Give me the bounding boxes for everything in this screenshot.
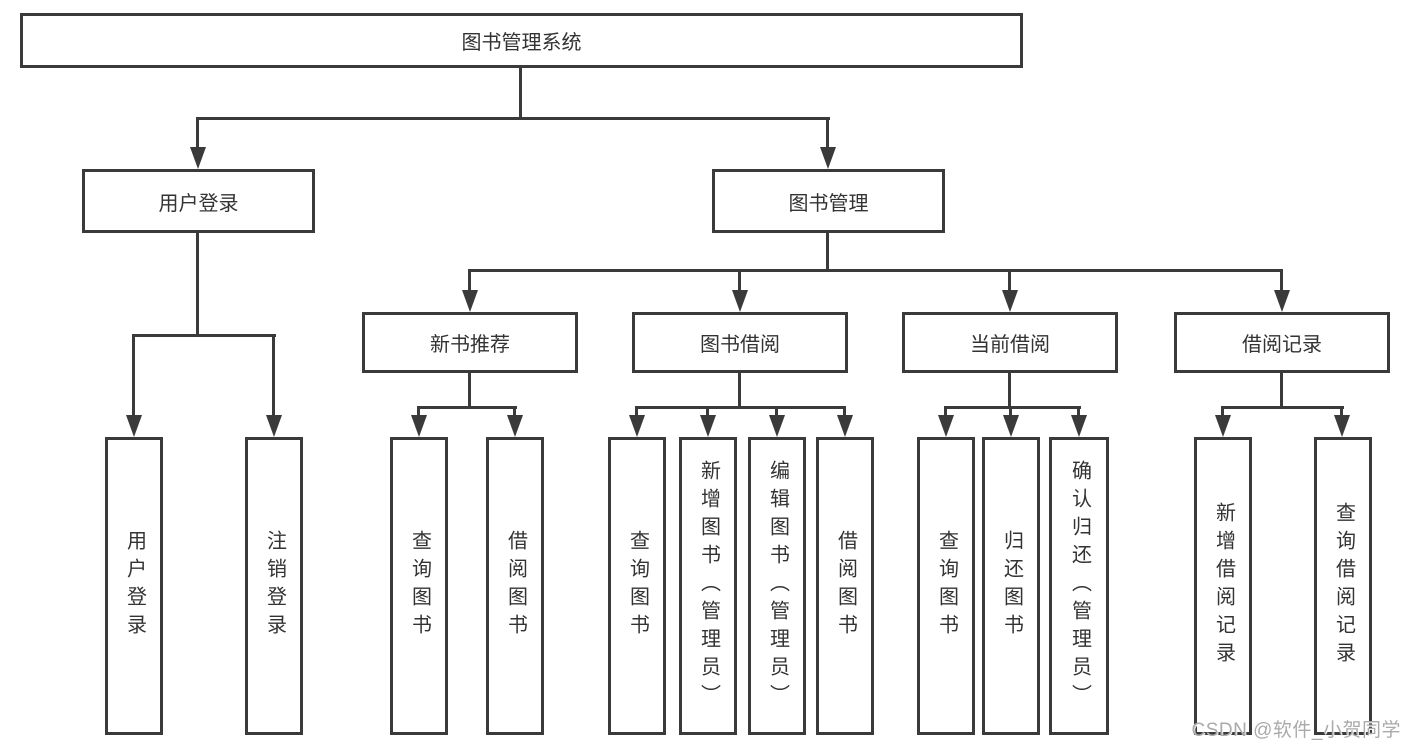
arrow-down-icon xyxy=(126,415,142,437)
connector-line xyxy=(196,233,199,337)
arrow-down-icon xyxy=(462,290,478,312)
node-new-book-recommend-label: 新书推荐 xyxy=(430,334,510,356)
connector-line xyxy=(944,406,1081,409)
node-current-borrow-label: 当前借阅 xyxy=(970,334,1050,356)
arrow-down-icon xyxy=(1334,415,1350,437)
node-user-login: 用户登录 xyxy=(82,169,315,233)
csdn-watermark: CSDN @软件_小贺同学 xyxy=(1191,720,1401,741)
arrow-down-icon xyxy=(837,415,853,437)
arrow-down-icon xyxy=(266,415,282,437)
leaf-return-book-label: 归还图书 xyxy=(1000,530,1023,642)
arrow-down-icon xyxy=(700,415,716,437)
connector-line xyxy=(635,406,638,418)
leaf-user-login: 用户登录 xyxy=(105,437,163,735)
connector-line xyxy=(1077,406,1080,418)
node-root-label: 图书管理系统 xyxy=(461,32,582,54)
connector-line xyxy=(272,334,275,417)
connector-line xyxy=(417,406,420,418)
leaf-borrow-book: 借阅图书 xyxy=(816,437,874,735)
arrow-down-icon xyxy=(190,147,206,169)
leaf-add-book-admin-label: 新增图书（管理员） xyxy=(697,460,720,712)
arrow-down-icon xyxy=(1003,415,1019,437)
leaf-return-book: 归还图书 xyxy=(982,437,1040,735)
leaf-query-book-recommend: 查询图书 xyxy=(390,437,448,735)
connector-line xyxy=(1008,373,1011,409)
leaf-confirm-return-admin: 确认归还（管理员） xyxy=(1049,437,1109,735)
connector-line xyxy=(738,269,741,292)
arrow-down-icon xyxy=(1071,415,1087,437)
node-book-borrow: 图书借阅 xyxy=(632,312,848,373)
node-current-borrow: 当前借阅 xyxy=(902,312,1118,373)
connector-line xyxy=(519,68,522,119)
connector-line xyxy=(132,334,276,337)
leaf-query-borrow-record-label: 查询借阅记录 xyxy=(1332,502,1355,670)
arrow-down-icon xyxy=(769,415,785,437)
leaf-logout: 注销登录 xyxy=(245,437,303,735)
leaf-borrow-book-recommend-label: 借阅图书 xyxy=(504,530,527,642)
leaf-edit-book-admin-label: 编辑图书（管理员） xyxy=(766,460,789,712)
arrow-down-icon xyxy=(820,147,836,169)
node-root: 图书管理系统 xyxy=(20,13,1023,68)
leaf-borrow-book-label: 借阅图书 xyxy=(834,530,857,642)
arrow-down-icon xyxy=(629,415,645,437)
connector-line xyxy=(1221,406,1344,409)
connector-line xyxy=(1008,269,1011,292)
connector-line xyxy=(1280,373,1283,409)
connector-line xyxy=(196,117,199,149)
connector-line xyxy=(775,406,778,418)
leaf-query-book-borrow: 查询图书 xyxy=(608,437,666,735)
leaf-user-login-label: 用户登录 xyxy=(123,530,146,642)
arrow-down-icon xyxy=(1002,290,1018,312)
connector-line xyxy=(196,117,830,120)
arrow-down-icon xyxy=(732,290,748,312)
node-borrow-records-label: 借阅记录 xyxy=(1242,334,1322,356)
connector-line xyxy=(468,373,471,409)
arrow-down-icon xyxy=(1215,415,1231,437)
node-book-management: 图书管理 xyxy=(712,169,945,233)
node-book-management-label: 图书管理 xyxy=(788,192,869,215)
connector-line xyxy=(635,406,846,409)
leaf-add-book-admin: 新增图书（管理员） xyxy=(679,437,737,735)
node-user-login-label: 用户登录 xyxy=(158,192,239,215)
connector-line xyxy=(826,117,829,149)
connector-line xyxy=(843,406,846,418)
connector-line xyxy=(944,406,947,418)
arrow-down-icon xyxy=(507,415,523,437)
connector-line xyxy=(468,269,1283,272)
connector-line xyxy=(132,334,135,417)
connector-line xyxy=(417,406,517,409)
node-borrow-records: 借阅记录 xyxy=(1174,312,1390,373)
node-book-borrow-label: 图书借阅 xyxy=(700,334,780,356)
connector-line xyxy=(1340,406,1343,418)
arrow-down-icon xyxy=(938,415,954,437)
connector-line xyxy=(826,233,829,272)
leaf-confirm-return-admin-label: 确认归还（管理员） xyxy=(1068,460,1091,712)
leaf-query-book-borrow-label: 查询图书 xyxy=(626,530,649,642)
node-new-book-recommend: 新书推荐 xyxy=(362,312,578,373)
connector-line xyxy=(706,406,709,418)
leaf-add-borrow-record-label: 新增借阅记录 xyxy=(1212,502,1235,670)
connector-line xyxy=(738,373,741,409)
connector-line xyxy=(1221,406,1224,418)
leaf-add-borrow-record: 新增借阅记录 xyxy=(1194,437,1252,735)
leaf-borrow-book-recommend: 借阅图书 xyxy=(486,437,544,735)
connector-line xyxy=(1280,269,1283,292)
connector-line xyxy=(1009,406,1012,418)
leaf-edit-book-admin: 编辑图书（管理员） xyxy=(748,437,806,735)
leaf-query-borrow-record: 查询借阅记录 xyxy=(1314,437,1372,735)
leaf-query-book-current: 查询图书 xyxy=(917,437,975,735)
leaf-logout-label: 注销登录 xyxy=(263,530,286,642)
connector-line xyxy=(468,269,471,292)
leaf-query-book-current-label: 查询图书 xyxy=(935,530,958,642)
leaf-query-book-recommend-label: 查询图书 xyxy=(408,530,431,642)
connector-line xyxy=(513,406,516,418)
arrow-down-icon xyxy=(1274,290,1290,312)
arrow-down-icon xyxy=(411,415,427,437)
